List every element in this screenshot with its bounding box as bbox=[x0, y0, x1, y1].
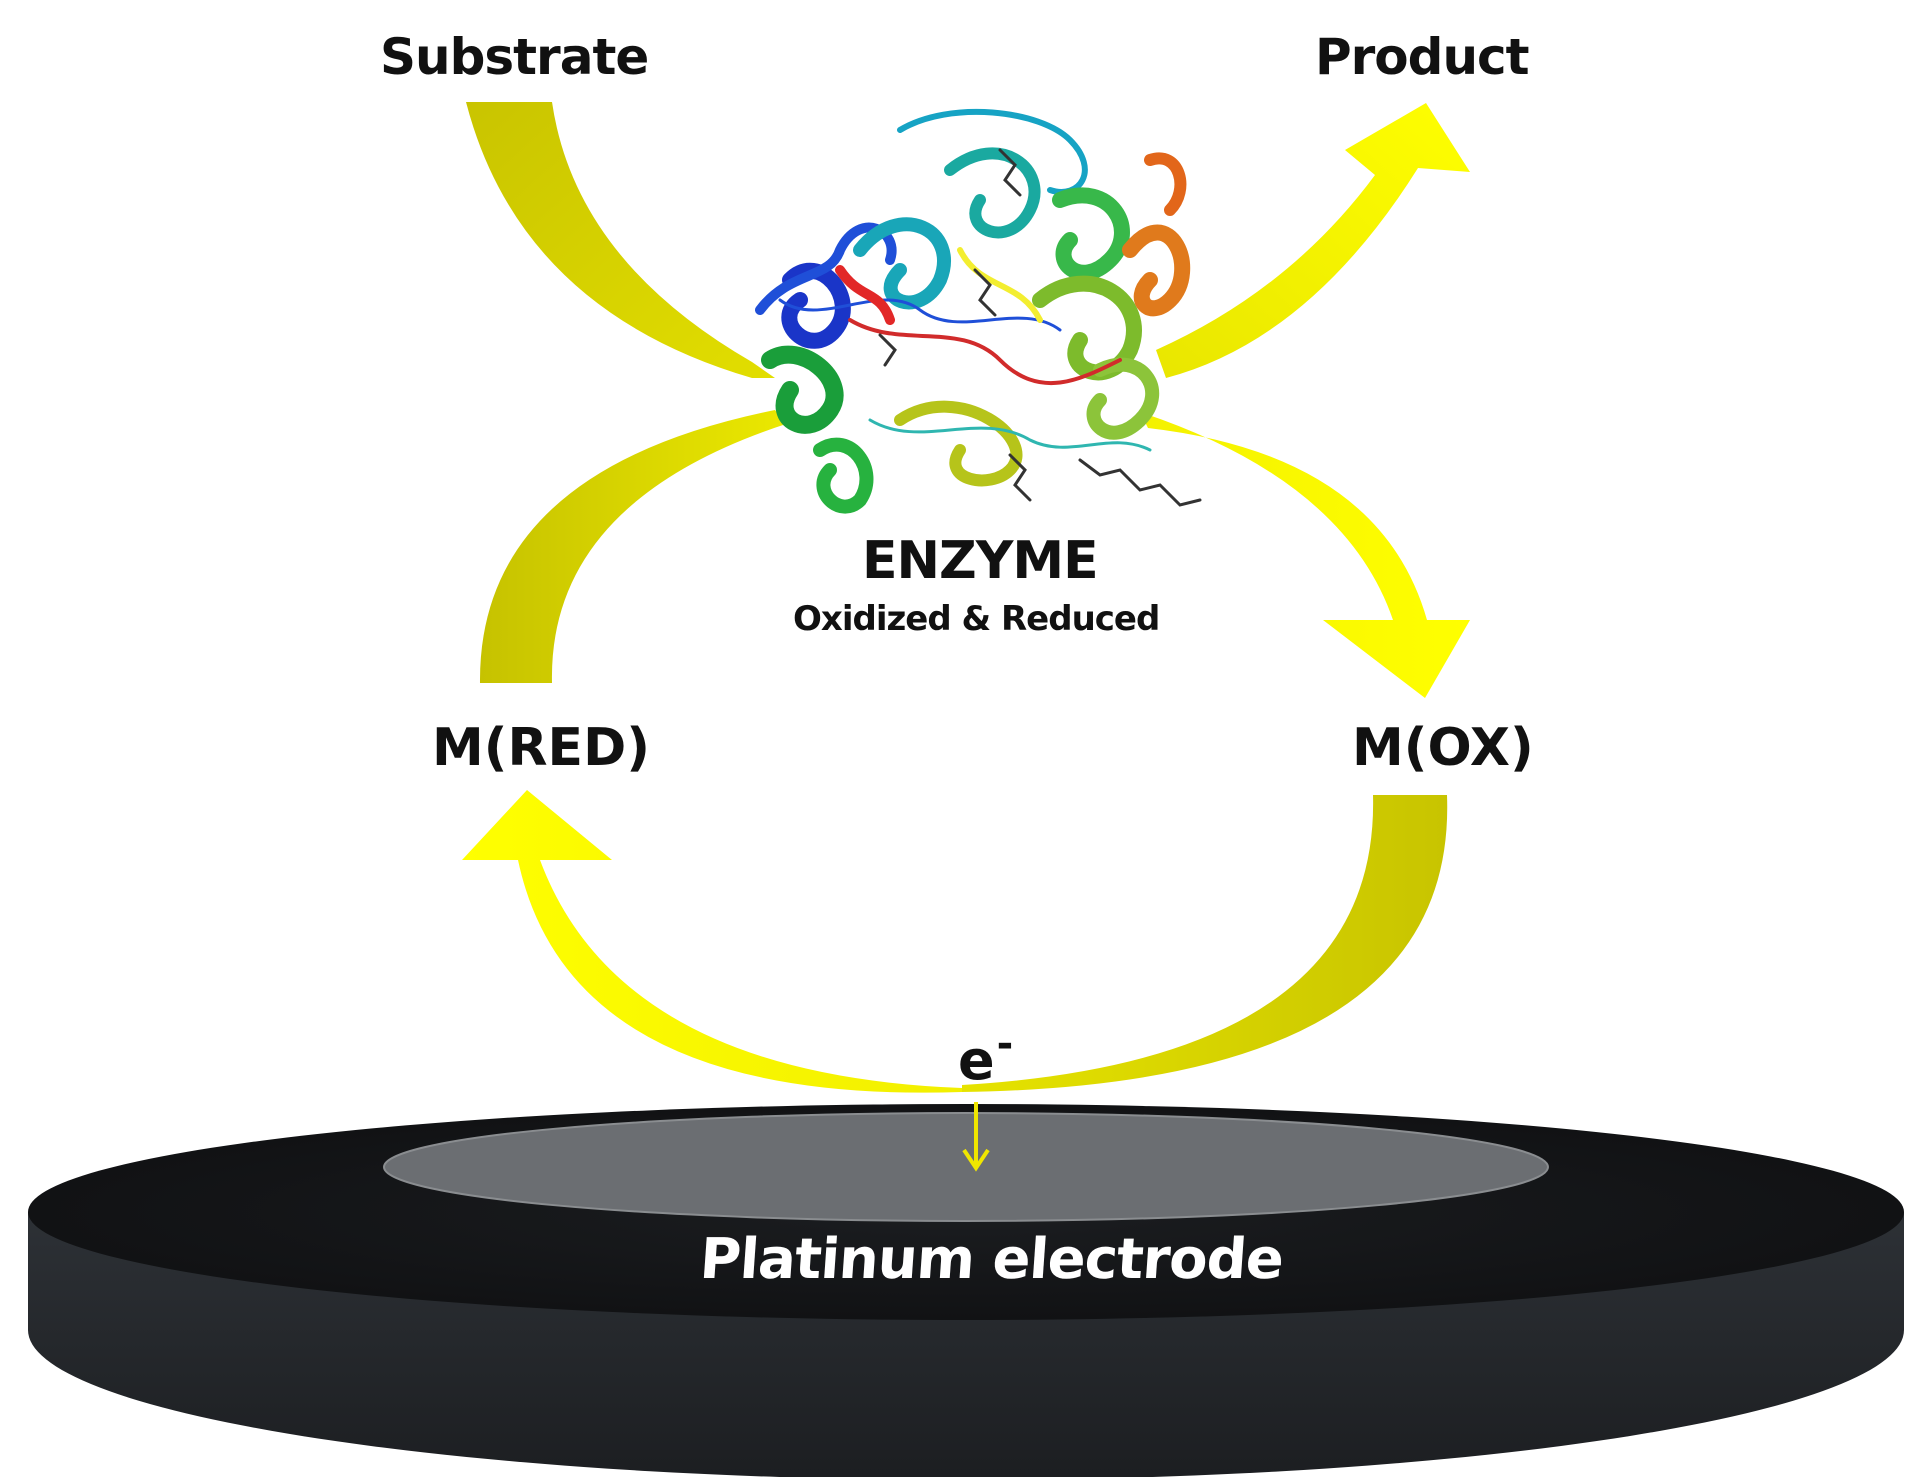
mox-to-electrode-arrow bbox=[962, 795, 1448, 1092]
electron-symbol: e bbox=[958, 1029, 995, 1092]
electron-charge: - bbox=[996, 1021, 1014, 1067]
substrate-arrow bbox=[466, 102, 775, 378]
enzyme-state-label: Oxidized & Reduced bbox=[793, 599, 1160, 639]
enzyme-to-mox-arrow bbox=[1140, 412, 1470, 698]
electrode-label: Platinum electrode bbox=[697, 1227, 1286, 1292]
protein-ribbon-structure-icon bbox=[755, 108, 1202, 514]
product-arrow bbox=[1156, 103, 1470, 378]
mediator-reduced-label: M(RED) bbox=[432, 718, 651, 778]
electron-label: e- bbox=[958, 1024, 1013, 1088]
platinum-electrode bbox=[28, 1104, 1904, 1477]
arrow-down-icon bbox=[962, 1102, 990, 1172]
enzyme-label: ENZYME bbox=[862, 531, 1099, 591]
mred-to-enzyme-arrow bbox=[479, 410, 786, 683]
electrode-to-mred-arrow bbox=[462, 790, 962, 1093]
substrate-label: Substrate bbox=[380, 28, 649, 86]
mediator-oxidized-label: M(OX) bbox=[1352, 718, 1534, 778]
electrode-platinum-surface bbox=[383, 1112, 1549, 1222]
product-label: Product bbox=[1315, 28, 1530, 86]
